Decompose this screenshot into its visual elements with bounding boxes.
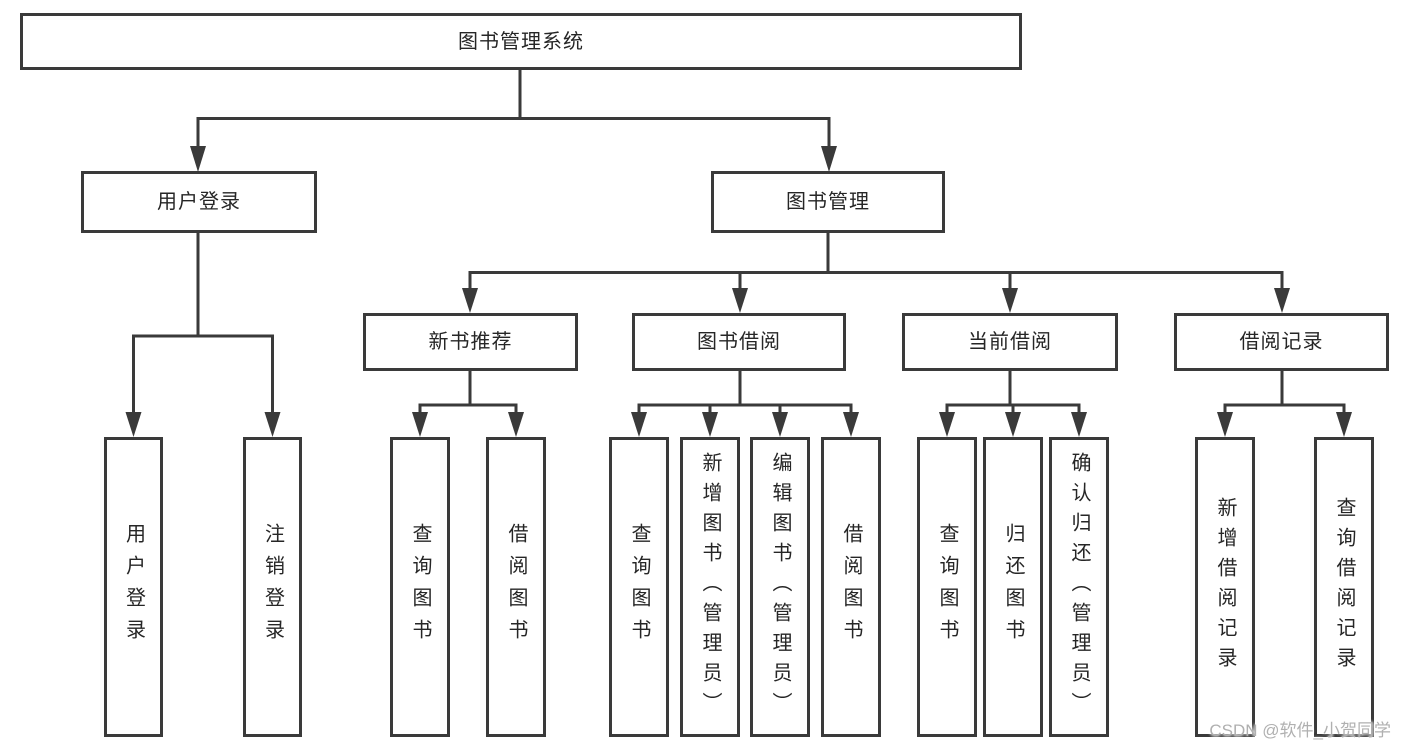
leaf-user-login: 用户登录 bbox=[104, 437, 163, 737]
leaf-borrow-books: 借阅图书 bbox=[486, 437, 546, 737]
leaf-add-borrow-record: 新增借阅记录 bbox=[1195, 437, 1255, 737]
leaf-label: 借阅图书 bbox=[505, 523, 527, 651]
node-new-book-recommendation: 新书推荐 bbox=[363, 313, 578, 371]
leaf-label: 确认归还（管理员） bbox=[1068, 452, 1090, 722]
leaf-query-borrow-record: 查询借阅记录 bbox=[1314, 437, 1374, 737]
leaf-logout: 注销登录 bbox=[243, 437, 302, 737]
node-user-login: 用户登录 bbox=[81, 171, 317, 233]
node-library-management-system: 图书管理系统 bbox=[20, 13, 1022, 70]
node-book-borrowing: 图书借阅 bbox=[632, 313, 846, 371]
node-label: 图书管理 bbox=[786, 191, 870, 213]
leaf-edit-book-admin: 编辑图书（管理员） bbox=[750, 437, 810, 737]
leaf-label: 编辑图书（管理员） bbox=[769, 452, 791, 722]
leaf-label: 借阅图书 bbox=[840, 523, 862, 651]
leaf-label: 用户登录 bbox=[122, 523, 145, 651]
node-label: 图书借阅 bbox=[697, 331, 781, 353]
node-borrowing-records: 借阅记录 bbox=[1174, 313, 1389, 371]
leaf-label: 新增图书（管理员） bbox=[699, 452, 721, 722]
leaf-label: 归还图书 bbox=[1002, 523, 1024, 651]
leaf-query-books: 查询图书 bbox=[917, 437, 977, 737]
csdn-watermark: CSDN @软件_小贺同学 bbox=[1209, 721, 1391, 740]
leaf-label: 查询借阅记录 bbox=[1333, 497, 1355, 677]
leaf-confirm-return-admin: 确认归还（管理员） bbox=[1049, 437, 1109, 737]
node-label: 当前借阅 bbox=[968, 331, 1052, 353]
node-current-borrowing: 当前借阅 bbox=[902, 313, 1118, 371]
leaf-label: 注销登录 bbox=[261, 523, 284, 651]
leaf-return-books: 归还图书 bbox=[983, 437, 1043, 737]
leaf-borrow-books: 借阅图书 bbox=[821, 437, 881, 737]
leaf-label: 新增借阅记录 bbox=[1214, 497, 1236, 677]
leaf-label: 查询图书 bbox=[628, 523, 650, 651]
node-book-management: 图书管理 bbox=[711, 171, 945, 233]
leaf-add-book-admin: 新增图书（管理员） bbox=[680, 437, 740, 737]
node-label: 借阅记录 bbox=[1239, 331, 1324, 353]
leaf-label: 查询图书 bbox=[409, 523, 431, 651]
node-label: 用户登录 bbox=[157, 191, 241, 213]
leaf-query-books: 查询图书 bbox=[609, 437, 669, 737]
node-label: 新书推荐 bbox=[428, 331, 513, 353]
node-label: 图书管理系统 bbox=[458, 30, 584, 53]
leaf-label: 查询图书 bbox=[936, 523, 958, 651]
leaf-query-books: 查询图书 bbox=[390, 437, 450, 737]
